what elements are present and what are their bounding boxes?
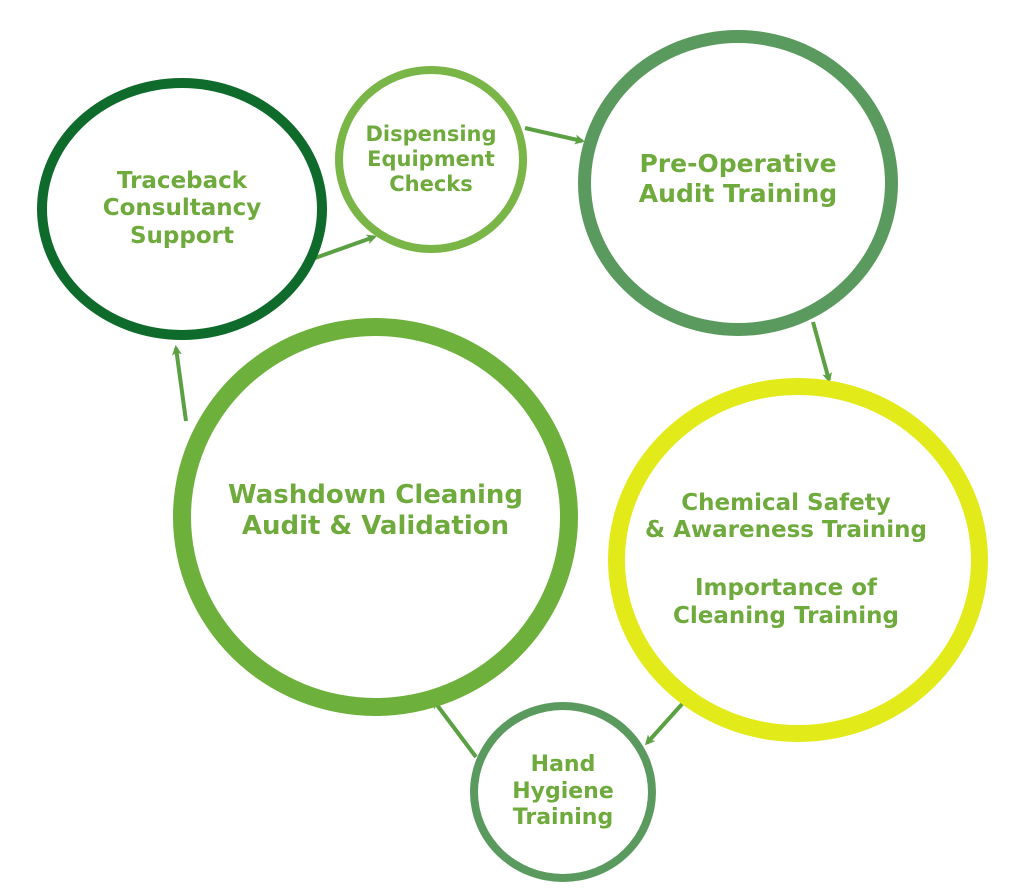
dispensing-circle: [335, 66, 527, 253]
washdown-label: Washdown Cleaning Audit & Validation: [173, 318, 578, 716]
dispensing-line-2: Equipment: [367, 146, 495, 171]
preoperative-line-1: Pre-Operative: [639, 149, 837, 178]
washdown-line-2: Audit & Validation: [241, 511, 510, 541]
hand-hygiene-label: Hand Hygiene Training: [470, 702, 656, 882]
traceback-label: Traceback Consultancy Support: [37, 78, 327, 340]
dispensing-line-1: Dispensing: [365, 121, 497, 146]
hand-hygiene-line-2: Hygiene: [512, 778, 614, 804]
arrow-chemical-to-hand-hygiene: [644, 701, 685, 746]
preoperative-label: Pre-Operative Audit Training: [578, 30, 898, 336]
arrow-washdown-to-traceback: [171, 345, 188, 422]
arrow-traceback-to-dispensing: [314, 234, 377, 260]
dispensing-line-3: Checks: [389, 172, 473, 197]
hand-hygiene-line-1: Hand: [530, 752, 596, 778]
chemical-label: Chemical Safety & Awareness Training Imp…: [608, 378, 988, 742]
hand-hygiene-line-3: Training: [512, 805, 614, 831]
chemical-line-1: Chemical Safety: [681, 489, 891, 516]
hand-hygiene-circle: [470, 702, 656, 882]
dispensing-label: Dispensing Equipment Checks: [335, 66, 527, 253]
washdown-line-1: Washdown Cleaning: [227, 479, 524, 510]
traceback-line-2: Consultancy: [102, 195, 262, 222]
traceback-line-1: Traceback: [116, 167, 248, 194]
arrow-dispensing-to-preoperative: [524, 126, 585, 145]
chemical-line-3: Importance of: [694, 575, 878, 601]
traceback-circle: [37, 78, 327, 340]
preoperative-line-2: Audit Training: [638, 179, 838, 208]
chemical-line-4: Cleaning Training: [673, 602, 899, 629]
chemical-line-2: & Awareness Training: [645, 517, 927, 544]
arrow-preoperative-to-chemical: [811, 321, 832, 383]
traceback-line-3: Support: [129, 222, 234, 249]
arrow-hand-hygiene-to-washdown: [432, 698, 478, 759]
